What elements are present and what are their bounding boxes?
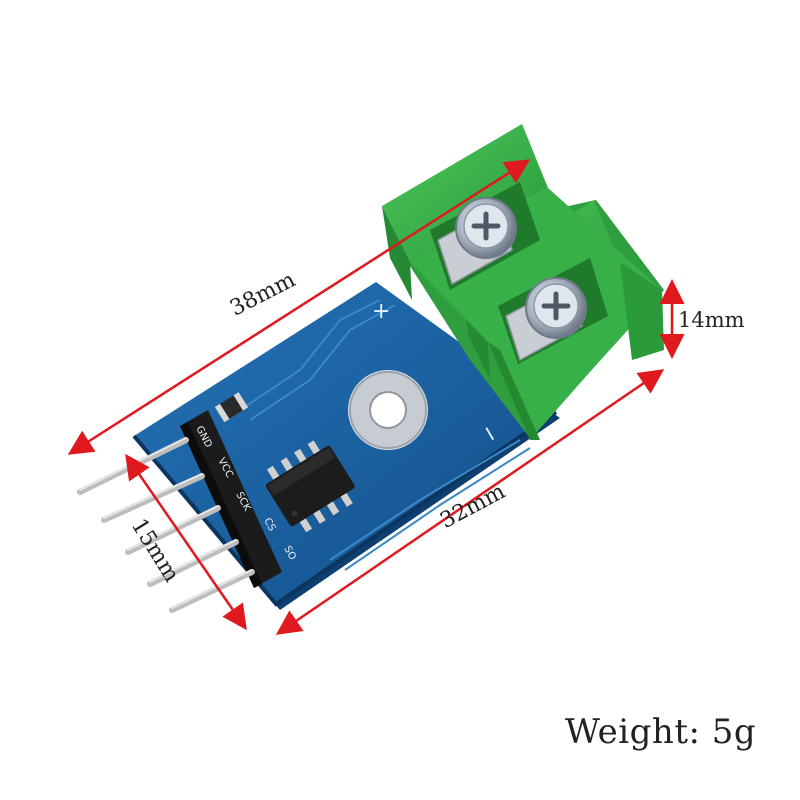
weight-label: Weight: 5g: [565, 712, 757, 752]
plus-mark: +: [372, 299, 390, 324]
arrow-38mm: [67, 159, 531, 455]
screw-bottom: [525, 277, 587, 339]
arrow-15mm: [125, 453, 247, 631]
screw-top: [455, 197, 517, 259]
dimension-arrows: [67, 159, 685, 635]
arrow-32mm: [275, 369, 665, 635]
dimension-label-14mm: 14mm: [678, 308, 745, 332]
mounting-hole: [348, 370, 428, 450]
